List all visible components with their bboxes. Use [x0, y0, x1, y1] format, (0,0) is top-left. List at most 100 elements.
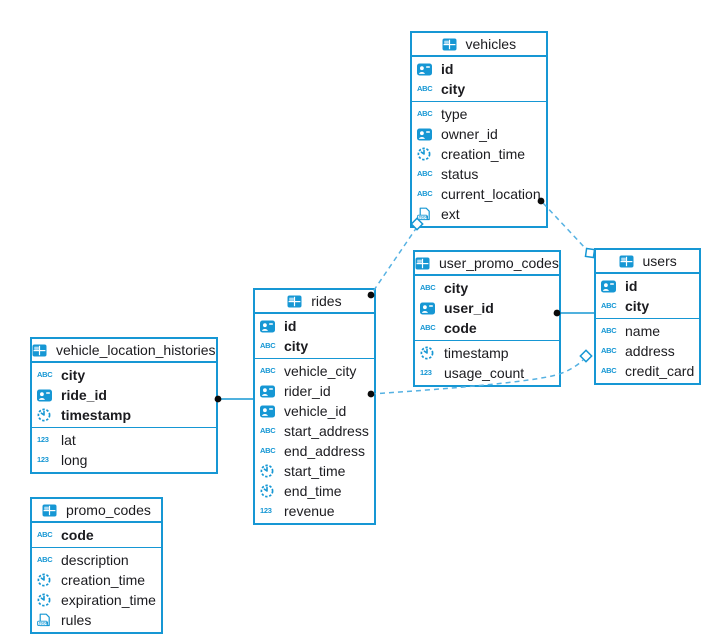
field-name: rider_id [284, 383, 331, 399]
field-row-rides-rider_id[interactable]: rider_id [255, 381, 374, 401]
table-icon [442, 37, 461, 51]
id-badge-icon [260, 404, 279, 418]
field-row-user_promo_codes-timestamp[interactable]: timestamp [415, 343, 559, 363]
field-row-vehicle_location_histories-timestamp[interactable]: timestamp [32, 405, 216, 425]
field-name: creation_time [61, 572, 146, 588]
field-name: rules [61, 612, 92, 628]
abc-icon: ABC [417, 84, 433, 94]
field-name: usage_count [444, 365, 525, 381]
id-badge-icon [417, 62, 436, 76]
table-title: users [642, 253, 677, 269]
abc-icon: ABC [37, 530, 53, 540]
field-name: city [441, 81, 466, 97]
id-badge-icon [260, 319, 279, 333]
table-header-vehicles[interactable]: vehicles [412, 33, 546, 57]
table-title: promo_codes [66, 502, 151, 518]
field-row-rides-end_time[interactable]: end_time [255, 481, 374, 501]
number-123-icon: 123 [37, 435, 49, 445]
id-badge-icon [601, 279, 620, 293]
field-name: id [441, 61, 454, 77]
field-row-rides-id[interactable]: id [255, 316, 374, 336]
svg-text:JSON: JSON [418, 216, 428, 220]
field-name: vehicle_id [284, 403, 347, 419]
field-name: credit_card [625, 363, 695, 379]
field-row-rides-start_time[interactable]: start_time [255, 461, 374, 481]
field-name: city [284, 338, 309, 354]
field-name: long [61, 452, 88, 468]
field-row-vehicles-id[interactable]: id [412, 59, 546, 79]
field-name: user_id [444, 300, 494, 316]
abc-icon: ABC [260, 341, 276, 351]
field-name: city [444, 280, 469, 296]
field-name: code [444, 320, 477, 336]
field-row-vehicles-owner_id[interactable]: owner_id [412, 124, 546, 144]
field-name: address [625, 343, 675, 359]
field-row-vehicle_location_histories-ride_id[interactable]: ride_id [32, 385, 216, 405]
table-icon [287, 294, 306, 308]
field-name: end_time [284, 483, 342, 499]
id-badge-icon [420, 301, 439, 315]
table-header-rides[interactable]: rides [255, 290, 374, 314]
table-title: user_promo_codes [439, 255, 559, 271]
table-header-users[interactable]: users [596, 250, 700, 274]
field-row-rides-vehicle_id[interactable]: vehicle_id [255, 401, 374, 421]
field-row-vehicles-city[interactable]: ABC city [412, 79, 546, 99]
field-row-rides-city[interactable]: ABC city [255, 336, 374, 356]
field-row-promo_codes-creation_time[interactable]: creation_time [32, 570, 161, 590]
field-name: owner_id [441, 126, 498, 142]
field-name: ride_id [61, 387, 107, 403]
field-row-user_promo_codes-user_id[interactable]: user_id [415, 298, 559, 318]
number-123-icon: 123 [260, 506, 272, 516]
abc-icon: ABC [260, 366, 276, 376]
field-row-users-id[interactable]: id [596, 276, 699, 296]
table-header-user_promo_codes[interactable]: user_promo_codes [415, 252, 559, 276]
clock-icon [260, 464, 279, 478]
table-title: vehicle_location_histories [56, 342, 216, 358]
table-header-vehicle_location_histories[interactable]: vehicle_location_histories [32, 339, 216, 363]
field-name: timestamp [61, 407, 132, 423]
field-name: type [441, 106, 468, 122]
field-row-promo_codes-expiration_time[interactable]: expiration_time [32, 590, 161, 610]
clock-icon [37, 408, 56, 422]
field-name: name [625, 323, 661, 339]
id-badge-icon [417, 127, 436, 141]
table-header-promo_codes[interactable]: promo_codes [32, 499, 161, 523]
field-row-vehicles-creation_time[interactable]: creation_time [412, 144, 546, 164]
clock-icon [417, 147, 436, 161]
clock-icon [37, 573, 56, 587]
